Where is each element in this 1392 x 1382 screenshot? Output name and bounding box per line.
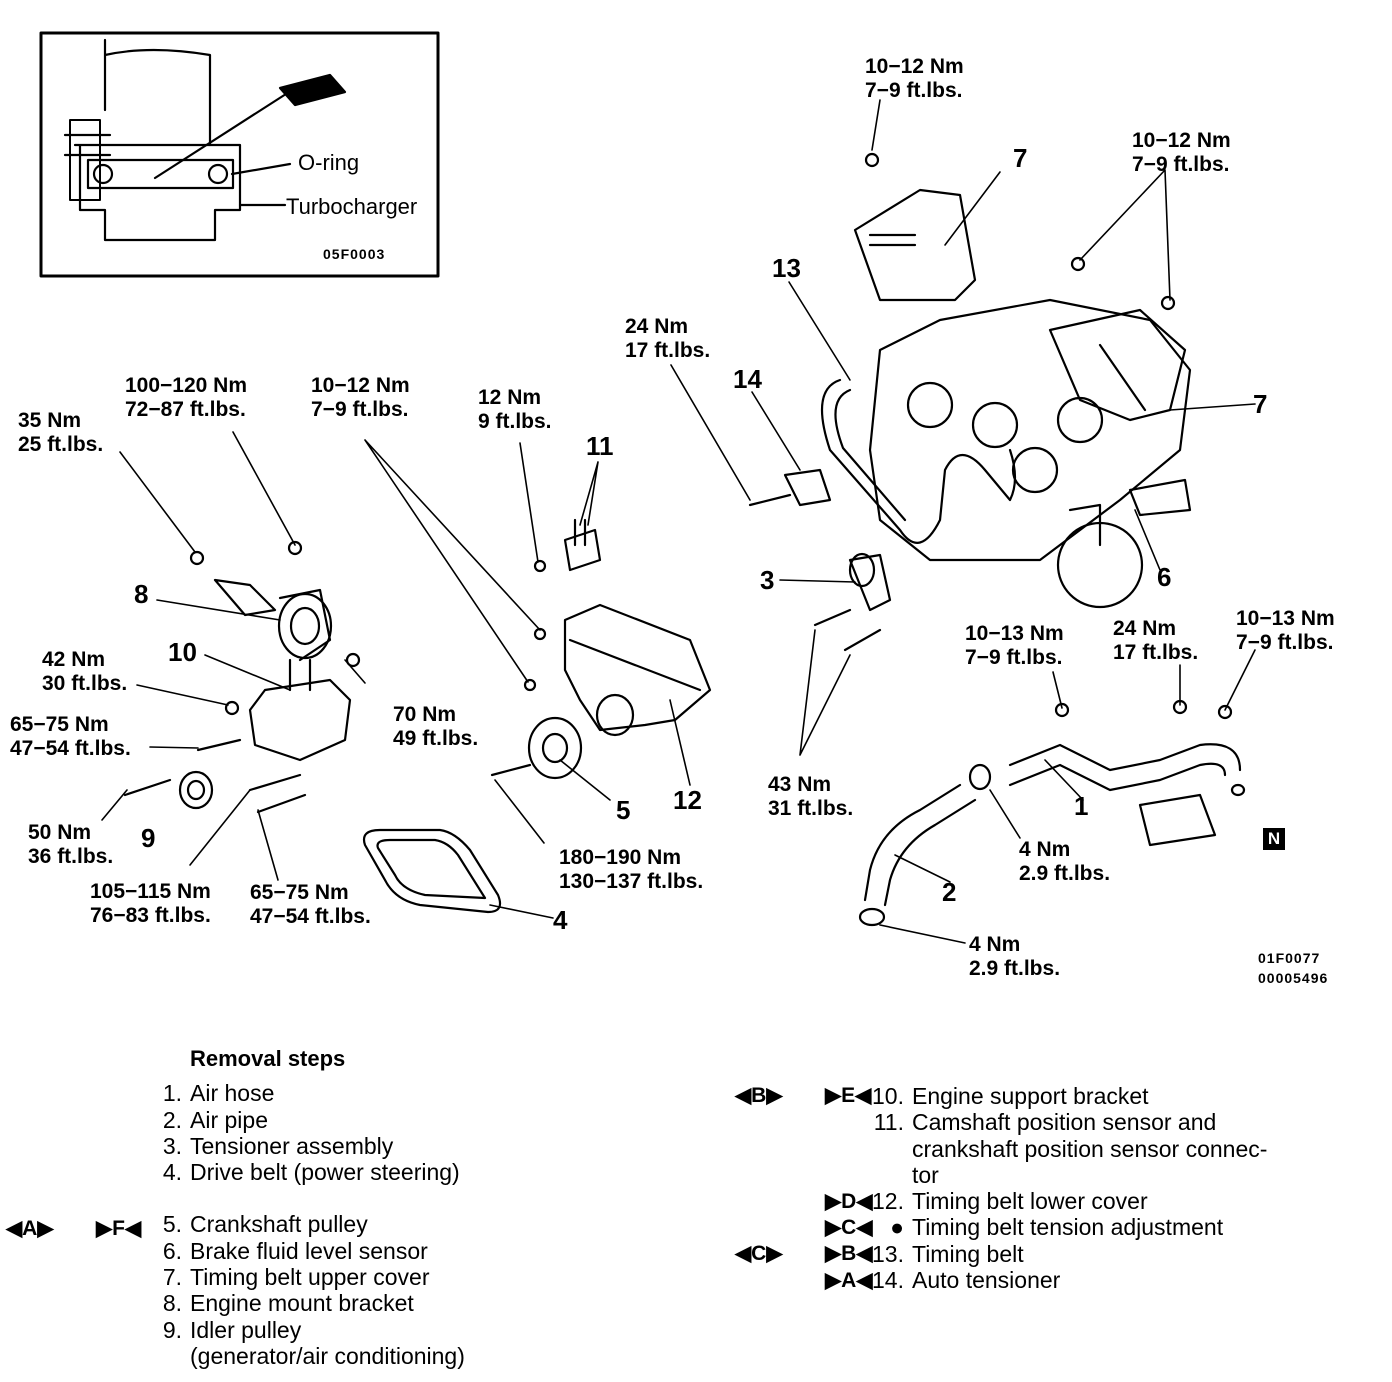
engine-block xyxy=(748,152,1246,927)
removal-steps-right: 10.Engine support bracket 11.Camshaft po… xyxy=(870,1083,1380,1293)
step-item: ●Timing belt tension adjustment xyxy=(890,1214,1224,1241)
callout-7-top: 7 xyxy=(1013,143,1028,173)
callout-14: 14 xyxy=(733,364,762,394)
step-item: 10.Engine support bracket xyxy=(872,1083,1149,1109)
marker-a-left: ◀A▶ xyxy=(6,1217,54,1240)
exploded-view-diagram xyxy=(39,31,1256,944)
callout-4: 4 xyxy=(553,905,568,935)
callout-10: 10 xyxy=(168,637,197,667)
step-item: 11.Camshaft position sensor and xyxy=(873,1109,1217,1136)
callout-9: 9 xyxy=(141,823,156,853)
n-mark: N xyxy=(1263,828,1285,850)
marker-a-right: ▶A◀ xyxy=(825,1269,873,1292)
marker-e-right: ▶E◀ xyxy=(825,1084,872,1107)
callout-1: 1 xyxy=(1074,791,1089,821)
callout-7-right: 7 xyxy=(1253,389,1268,419)
step-item-continuation: (generator/air conditioning) xyxy=(190,1342,465,1369)
figure-code-1: 01F0077 xyxy=(1258,950,1321,966)
step-item: 5.Crankshaft pulley xyxy=(162,1211,368,1238)
step-item: 7.Timing belt upper cover xyxy=(162,1264,430,1291)
marker-f-right: ▶F◀ xyxy=(96,1217,142,1240)
step-item: 13.Timing belt xyxy=(872,1240,1024,1267)
step-item-continuation: tor xyxy=(912,1161,939,1188)
callout-13: 13 xyxy=(772,253,801,283)
step-item: 8.Engine mount bracket xyxy=(162,1290,414,1317)
mount-bracket-assembly xyxy=(123,540,502,914)
callout-3: 3 xyxy=(760,565,775,595)
turbocharger-label: Turbocharger xyxy=(286,194,418,219)
step-item: 3.Tensioner assembly xyxy=(162,1132,394,1159)
callout-5: 5 xyxy=(616,795,631,825)
step-item: 12.Timing belt lower cover xyxy=(872,1188,1148,1215)
marker-d-right: ▶D◀ xyxy=(825,1190,873,1213)
figure-code-2: 00005496 xyxy=(1258,970,1329,986)
step-item: 4.Drive belt (power steering) xyxy=(162,1159,460,1186)
inset-code: 05F0003 xyxy=(323,246,386,262)
marker-c-right: ▶C◀ xyxy=(825,1216,873,1239)
step-item: 14.Auto tensioner xyxy=(872,1267,1061,1294)
oring-label: O-ring xyxy=(298,150,360,175)
callout-2: 2 xyxy=(942,877,957,907)
marker-b-right: ▶B◀ xyxy=(825,1242,873,1265)
callout-12: 12 xyxy=(673,785,702,815)
marker-b-left: ◀B▶ xyxy=(735,1084,783,1107)
inset-turbo-detail xyxy=(39,31,440,278)
step-item-continuation: crankshaft position sensor connec- xyxy=(912,1135,1268,1162)
step-item: 2.Air pipe xyxy=(162,1106,268,1133)
step-item: 9.Idler pulley xyxy=(162,1316,302,1343)
removal-steps-title: Removal steps xyxy=(190,1046,346,1071)
marker-c-left: ◀C▶ xyxy=(735,1242,783,1265)
callout-8: 8 xyxy=(134,579,149,609)
leader-lines xyxy=(101,99,1256,944)
callout-6: 6 xyxy=(1157,562,1172,592)
step-item: 6.Brake fluid level sensor xyxy=(162,1237,428,1264)
callout-11: 11 xyxy=(586,431,614,461)
lower-cover-and-pulley xyxy=(490,518,712,780)
step-item: 1.Air hose xyxy=(162,1080,275,1107)
removal-steps-left: Removal steps 1.Air hose 2.Air pipe 3.Te… xyxy=(148,1046,578,1369)
